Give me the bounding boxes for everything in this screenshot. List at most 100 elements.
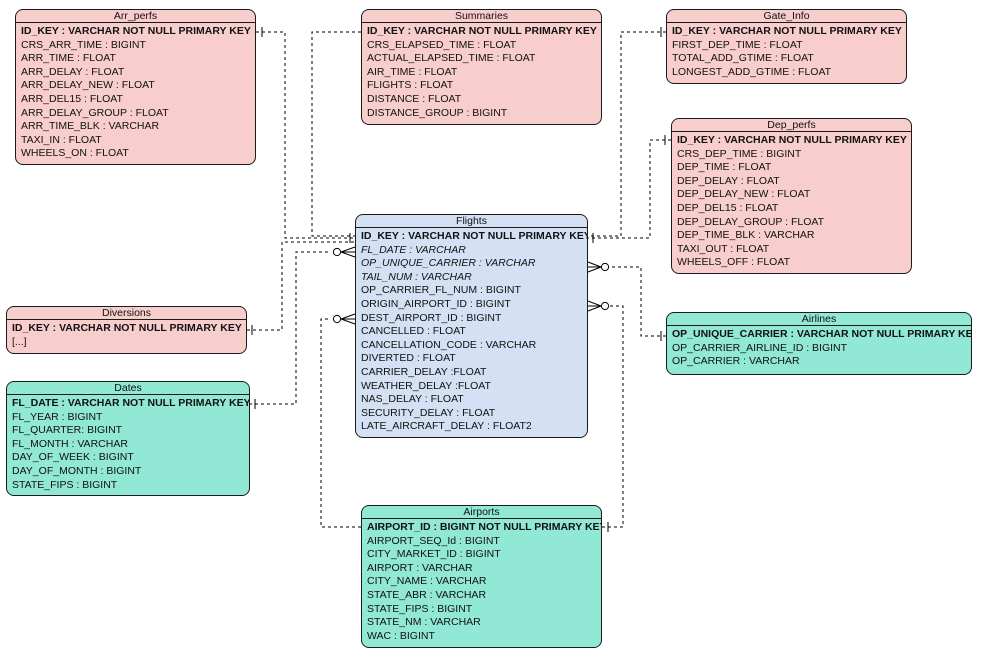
primary-key-field[interactable]: ID_KEY : VARCHAR NOT NULL PRIMARY KEY (672, 25, 902, 37)
entity-title: Dates (7, 382, 249, 395)
entity-title: Arr_perfs (16, 10, 255, 23)
entity-field[interactable]: DISTANCE_GROUP : BIGINT (367, 106, 508, 119)
entity-field[interactable]: ARR_DEL15 : FLOAT (21, 92, 123, 105)
connector-summaries-flights (311, 31, 361, 237)
entity-field[interactable]: WHEELS_OFF : FLOAT (677, 256, 790, 269)
entity-field[interactable]: CARRIER_DELAY :FLOAT (361, 365, 487, 378)
entity-field[interactable]: ORIGIN_AIRPORT_ID : BIGINT (361, 297, 511, 310)
primary-key-field[interactable]: ID_KEY : VARCHAR NOT NULL PRIMARY KEY (367, 25, 597, 37)
entity-field[interactable]: CITY_NAME : VARCHAR (367, 575, 487, 588)
primary-key-field[interactable]: ID_KEY : VARCHAR NOT NULL PRIMARY KEY, (361, 230, 588, 242)
entity-title: Summaries (362, 10, 601, 23)
entity-field[interactable]: WEATHER_DELAY :FLOAT (361, 379, 491, 392)
entity-field[interactable]: CRS_ELAPSED_TIME : FLOAT (367, 38, 517, 51)
entity-summaries[interactable]: Summaries ID_KEY : VARCHAR NOT NULL PRIM… (361, 9, 602, 125)
connector-arr-perfs-flights (256, 31, 355, 239)
entity-field[interactable]: DEP_TIME : FLOAT (677, 161, 772, 174)
entity-gate-info[interactable]: Gate_Info ID_KEY : VARCHAR NOT NULL PRIM… (666, 9, 907, 84)
connector-dep-perfs-flights (588, 139, 671, 239)
entity-field[interactable]: DEP_DEL15 : FLOAT (677, 201, 779, 214)
entity-field[interactable]: DEP_DELAY : FLOAT (677, 174, 780, 187)
entity-field[interactable]: DEP_DELAY_NEW : FLOAT (677, 188, 811, 201)
entity-field[interactable]: ARR_DELAY_NEW : FLOAT (21, 79, 155, 92)
entity-field[interactable]: DEP_TIME_BLK : VARCHAR (677, 229, 815, 242)
entity-airlines[interactable]: Airlines OP_UNIQUE_CARRIER : VARCHAR NOT… (666, 312, 972, 375)
entity-fields: ID_KEY : VARCHAR NOT NULL PRIMARY KEY[..… (7, 320, 246, 349)
primary-key-field[interactable]: ID_KEY : VARCHAR NOT NULL PRIMARY KEY (21, 25, 251, 37)
entity-arr-perfs[interactable]: Arr_perfs ID_KEY : VARCHAR NOT NULL PRIM… (15, 9, 256, 165)
entity-dep-perfs[interactable]: Dep_perfs ID_KEY : VARCHAR NOT NULL PRIM… (671, 118, 912, 274)
entity-field[interactable]: TOTAL_ADD_GTIME : FLOAT (672, 52, 814, 65)
connector-diversions-flights (247, 241, 355, 331)
entity-diversions[interactable]: Diversions ID_KEY : VARCHAR NOT NULL PRI… (6, 306, 247, 354)
entity-field[interactable]: FL_MONTH : VARCHAR (12, 437, 128, 450)
entity-field[interactable]: CITY_MARKET_ID : BIGINT (367, 548, 501, 561)
connector-airlines-flights (610, 266, 666, 337)
entity-field[interactable]: ARR_DELAY : FLOAT (21, 65, 125, 78)
entity-field[interactable]: TAXI_OUT : FLOAT (677, 242, 770, 255)
entity-field[interactable]: LATE_AIRCRAFT_DELAY : FLOAT2 (361, 420, 532, 433)
primary-key-field[interactable]: OP_UNIQUE_CARRIER : VARCHAR NOT NULL PRI… (672, 328, 972, 340)
entity-field[interactable]: WAC : BIGINT (367, 629, 435, 642)
entity-title: Gate_Info (667, 10, 906, 23)
entity-field[interactable]: DEP_DELAY_GROUP : FLOAT (677, 215, 825, 228)
entity-title: Flights (356, 215, 587, 228)
entity-field[interactable]: AIR_TIME : FLOAT (367, 65, 458, 78)
entity-field[interactable]: CANCELLED : FLOAT (361, 325, 466, 338)
entity-dates[interactable]: Dates FL_DATE : VARCHAR NOT NULL PRIMARY… (6, 381, 250, 496)
entity-fields: ID_KEY : VARCHAR NOT NULL PRIMARY KEY,FL… (356, 228, 587, 434)
entity-field[interactable]: CRS_DEP_TIME : BIGINT (677, 147, 802, 160)
entity-title: Diversions (7, 307, 246, 320)
entity-field[interactable]: AIRPORT_SEQ_Id : BIGINT (367, 534, 500, 547)
primary-key-field[interactable]: ID_KEY : VARCHAR NOT NULL PRIMARY KEY (677, 134, 907, 146)
entity-field[interactable]: OP_CARRIER_FL_NUM : BIGINT (361, 284, 521, 297)
entity-flights[interactable]: Flights ID_KEY : VARCHAR NOT NULL PRIMAR… (355, 214, 588, 438)
entity-title: Airports (362, 506, 601, 519)
entity-airports[interactable]: Airports AIRPORT_ID : BIGINT NOT NULL PR… (361, 505, 602, 648)
entity-field[interactable]: TAXI_IN : FLOAT (21, 133, 102, 146)
entity-field[interactable]: DISTANCE : FLOAT (367, 92, 462, 105)
entity-field[interactable]: FL_YEAR : BIGINT (12, 410, 103, 423)
entity-field[interactable]: STATE_FIPS : BIGINT (12, 478, 118, 491)
entity-field[interactable]: STATE_ABR : VARCHAR (367, 588, 487, 601)
connector-dates-flights (249, 251, 331, 405)
entity-field[interactable]: STATE_NM : VARCHAR (367, 616, 481, 629)
entity-field[interactable]: ACTUAL_ELAPSED_TIME : FLOAT (367, 52, 536, 65)
entity-field[interactable]: DEST_AIRPORT_ID : BIGINT (361, 311, 502, 324)
entity-field[interactable]: NAS_DELAY : FLOAT (361, 393, 464, 406)
primary-key-field[interactable]: ID_KEY : VARCHAR NOT NULL PRIMARY KEY (12, 322, 242, 334)
entity-field[interactable]: FIRST_DEP_TIME : FLOAT (672, 38, 803, 51)
entity-field[interactable]: DAY_OF_MONTH : BIGINT (12, 464, 142, 477)
entity-field[interactable]: AIRPORT : VARCHAR (367, 561, 473, 574)
entity-field[interactable]: CANCELLATION_CODE : VARCHAR (361, 338, 537, 351)
entity-field[interactable]: OP_CARRIER : VARCHAR (672, 355, 800, 368)
entity-title: Dep_perfs (672, 119, 911, 132)
entity-field[interactable]: OP_UNIQUE_CARRIER : VARCHAR (361, 257, 536, 270)
entity-field[interactable]: FLIGHTS : FLOAT (367, 79, 454, 92)
entity-title: Airlines (667, 313, 971, 326)
entity-field[interactable]: DIVERTED : FLOAT (361, 352, 456, 365)
entity-field[interactable]: ARR_DELAY_GROUP : FLOAT (21, 106, 169, 119)
entity-fields: OP_UNIQUE_CARRIER : VARCHAR NOT NULL PRI… (667, 326, 971, 369)
entity-field[interactable]: DAY_OF_WEEK : BIGINT (12, 451, 134, 464)
primary-key-field[interactable]: AIRPORT_ID : BIGINT NOT NULL PRIMARY KEY (367, 521, 602, 533)
entity-field[interactable]: FL_QUARTER: BIGINT (12, 424, 123, 437)
entity-field[interactable]: TAIL_NUM : VARCHAR (361, 270, 472, 283)
entity-field[interactable]: WHEELS_ON : FLOAT (21, 147, 129, 160)
entity-field[interactable]: ARR_TIME_BLK : VARCHAR (21, 120, 160, 133)
entity-field[interactable]: FL_DATE : VARCHAR (361, 243, 466, 256)
entity-field[interactable]: ARR_TIME : FLOAT (21, 52, 116, 65)
entity-field[interactable]: OP_CARRIER_AIRLINE_ID : BIGINT (672, 341, 848, 354)
entity-field[interactable]: STATE_FIPS : BIGINT (367, 602, 473, 615)
entity-field[interactable]: [...] (12, 335, 27, 348)
entity-field[interactable]: LONGEST_ADD_GTIME : FLOAT (672, 65, 832, 78)
entity-field[interactable]: CRS_ARR_TIME : BIGINT (21, 38, 146, 51)
primary-key-field[interactable]: FL_DATE : VARCHAR NOT NULL PRIMARY KEY (12, 397, 250, 409)
entity-field[interactable]: SECURITY_DELAY : FLOAT (361, 406, 496, 419)
